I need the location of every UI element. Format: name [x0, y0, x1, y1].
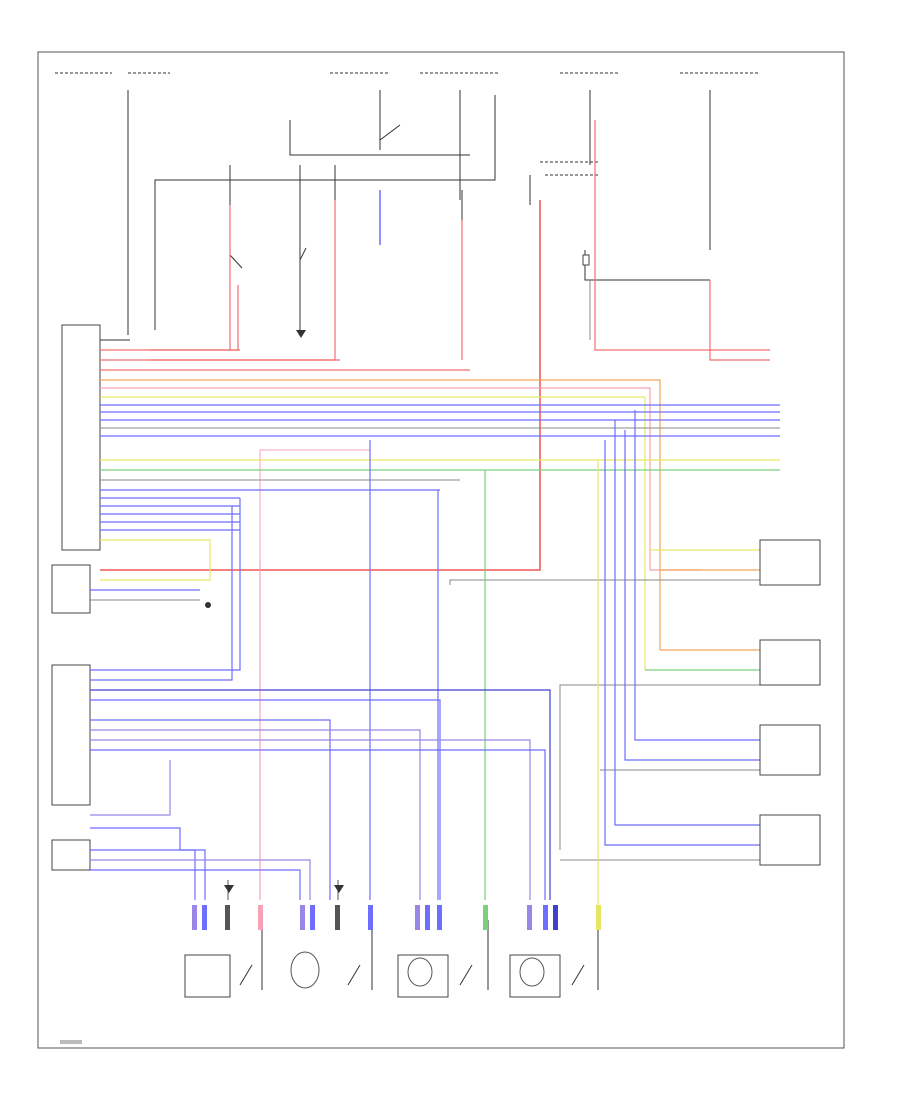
ground-icon — [334, 885, 344, 893]
switch-icon — [229, 254, 243, 269]
door-lock-receiver — [51, 564, 91, 614]
bottom-actuators — [184, 905, 601, 998]
upper-vertical-wires — [100, 120, 770, 571]
bus-h-6 — [100, 396, 646, 670]
connector-icon — [258, 905, 263, 930]
diagram-frame — [37, 51, 845, 1049]
ground-symbols — [205, 330, 344, 893]
connector-icon — [335, 905, 340, 930]
switch-icon — [459, 964, 473, 986]
switch-icon — [239, 964, 253, 986]
connector-icon — [527, 905, 532, 930]
horizontal-bus-wires — [90, 339, 780, 670]
switch-icon — [347, 964, 361, 986]
bus-h-21 — [100, 539, 211, 581]
left-front-actuator-body — [397, 954, 449, 998]
r-wire-10 — [614, 420, 760, 826]
wire-red-main — [100, 200, 541, 571]
v-wire-15 — [90, 827, 196, 900]
connector-icon — [368, 905, 373, 930]
left-rear-actuator-body — [184, 954, 231, 998]
bus-h-5 — [100, 387, 700, 571]
connector-icon — [225, 905, 230, 930]
label-marks — [60, 1040, 82, 1044]
power-feed-section — [55, 72, 760, 335]
r-wire-6 — [559, 684, 760, 850]
relay-loop — [584, 250, 710, 281]
lower-vertical-wires — [90, 440, 599, 920]
wire-red-v3 — [150, 200, 336, 361]
connector-icon — [582, 254, 590, 266]
connector-icon — [202, 905, 207, 930]
r-wire-8 — [624, 430, 760, 761]
left-rear-door-actuator — [759, 814, 821, 866]
front-door-lock-actuator-right — [759, 539, 821, 586]
r-wire-3 — [449, 579, 760, 585]
keyless-unit — [51, 664, 91, 806]
v-wire-9 — [90, 699, 441, 900]
right-rear-door-actuator — [759, 724, 821, 776]
v-wire-17 — [90, 859, 311, 900]
connector-icon — [300, 905, 305, 930]
ground-icon — [205, 602, 211, 608]
v-wire-10 — [90, 719, 331, 900]
motor-icon — [290, 951, 320, 989]
v-wire-8 — [90, 689, 551, 900]
v-wire-13 — [90, 749, 546, 900]
connector-icon — [596, 905, 601, 930]
page-code-mark — [60, 1040, 82, 1044]
bus-rail — [154, 95, 496, 330]
wire-red-v6 — [709, 280, 770, 361]
v-wire-12 — [90, 739, 531, 900]
connector-icon — [310, 905, 315, 930]
motor-icon — [519, 957, 545, 987]
wire-red-v2 — [150, 285, 239, 351]
bus-pink-loop — [259, 440, 371, 560]
v-wire-7 — [90, 506, 233, 681]
integration-unit — [61, 324, 101, 551]
ground-icon — [296, 330, 306, 338]
connector-icon — [437, 905, 442, 930]
connector-icon — [415, 905, 420, 930]
v-wire-11 — [90, 729, 421, 900]
connector-icon — [192, 905, 197, 930]
relay-contact — [379, 124, 401, 141]
relay-rail — [289, 120, 470, 156]
right-front-actuator-body — [509, 954, 561, 998]
connector-icon — [553, 905, 558, 930]
lower-connector — [51, 839, 91, 871]
left-front-door-actuator — [759, 639, 821, 686]
motor-icon — [407, 957, 433, 987]
connector-icon — [543, 905, 548, 930]
switch-icon — [299, 247, 307, 261]
r-wire-11 — [604, 440, 760, 846]
v-wire-14 — [90, 760, 171, 816]
right-side-wiring — [449, 410, 821, 866]
r-wire-7 — [634, 410, 760, 741]
bottom-connector-pins — [192, 905, 601, 930]
connector-icon — [483, 905, 488, 930]
v-wire-6 — [90, 498, 241, 671]
bus-h-4 — [100, 379, 661, 650]
switch-icon — [571, 964, 585, 986]
v-wire-16 — [90, 849, 206, 900]
v-wire-18 — [90, 869, 301, 900]
wire-red-v5 — [594, 120, 770, 351]
ground-icon — [224, 885, 234, 893]
connector-icon — [425, 905, 430, 930]
